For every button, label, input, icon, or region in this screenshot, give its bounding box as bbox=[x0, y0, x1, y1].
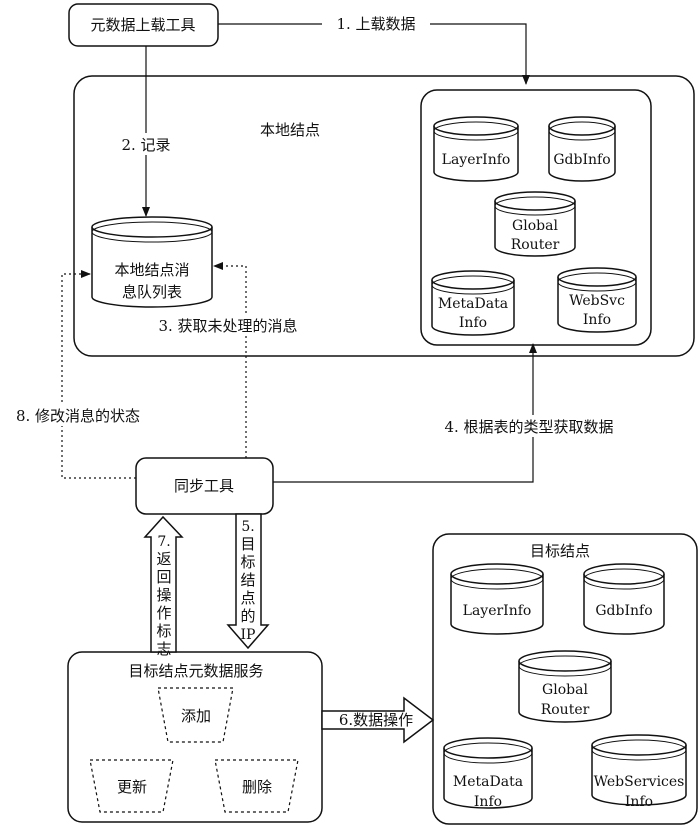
target-metadata-label-1: MetaData bbox=[453, 774, 523, 790]
arrow-step-1-upload: 1. 上载数据 bbox=[218, 12, 530, 85]
target-global-router-table: Global Router bbox=[518, 650, 612, 723]
local-metadata-info-table: MetaData Info bbox=[431, 270, 515, 336]
step-7-char-3: 操 bbox=[156, 586, 171, 604]
arrow-step-4-fetch-data: 4. 根据表的类型获取数据 bbox=[273, 343, 637, 483]
arrow-step-7-return-flag: 7. 返 回 操 作 标 志 bbox=[143, 515, 184, 658]
delete-operation: 删除 bbox=[214, 759, 299, 813]
arrow-step-2-record: 2. 记录 bbox=[114, 46, 178, 217]
step-7-char-2: 回 bbox=[156, 568, 171, 586]
update-label: 更新 bbox=[117, 778, 147, 796]
target-layerinfo-table: LayerInfo bbox=[450, 563, 544, 635]
queue-label-line2: 息队列表 bbox=[122, 283, 182, 301]
step-5-char-5: 的 bbox=[240, 607, 255, 625]
arrow-step-3-fetch: 3. 获取未处理的消息 bbox=[140, 262, 316, 458]
step-7-char-0: 7. bbox=[157, 534, 170, 550]
target-global-router-label-1: Global bbox=[542, 682, 588, 698]
upload-tool-label: 元数据上载工具 bbox=[90, 16, 195, 34]
delete-label: 删除 bbox=[242, 778, 272, 796]
local-layerinfo-table: LayerInfo bbox=[433, 116, 519, 182]
target-layerinfo-label: LayerInfo bbox=[463, 603, 532, 619]
target-gdbinfo-table: GdbInfo bbox=[583, 563, 665, 635]
step-7-char-6: 志 bbox=[156, 640, 171, 658]
step-2-label: 2. 记录 bbox=[121, 136, 170, 154]
step-4-label: 4. 根据表的类型获取数据 bbox=[444, 418, 613, 436]
local-global-router-label-1: Global bbox=[512, 218, 558, 234]
local-metadata-label-2: Info bbox=[459, 315, 487, 331]
local-metadata-label-1: MetaData bbox=[438, 296, 508, 312]
target-metadata-info-table: MetaData Info bbox=[443, 737, 533, 810]
step-1-label: 1. 上载数据 bbox=[336, 15, 415, 33]
step-5-char-2: 标 bbox=[240, 553, 255, 571]
target-webservices-label-2: Info bbox=[625, 794, 653, 810]
local-node-title: 本地结点 bbox=[260, 121, 320, 139]
sync-tool-box: 同步工具 bbox=[135, 457, 274, 515]
step-5-char-4: 点 bbox=[240, 589, 255, 607]
sync-tool-label: 同步工具 bbox=[174, 477, 234, 495]
local-global-router-label-2: Router bbox=[511, 237, 560, 253]
step-7-char-1: 返 bbox=[156, 550, 171, 568]
step-6-label: 6.数据操作 bbox=[339, 711, 413, 729]
target-gdbinfo-label: GdbInfo bbox=[595, 603, 652, 619]
local-message-queue-table: 本地结点消 息队列表 bbox=[91, 216, 213, 308]
upload-tool-box: 元数据上载工具 bbox=[68, 3, 219, 47]
arrow-step-6-data-operation: 6.数据操作 bbox=[321, 696, 435, 744]
step-5-char-3: 结 bbox=[240, 571, 255, 589]
local-websvc-info-table: WebSvc Info bbox=[557, 267, 637, 333]
target-webservices-info-table: WebServices Info bbox=[591, 734, 687, 810]
queue-label-line1: 本地结点消 bbox=[114, 261, 189, 279]
step-3-label: 3. 获取未处理的消息 bbox=[158, 317, 297, 335]
local-gdbinfo-label: GdbInfo bbox=[553, 152, 610, 168]
arrow-step-5-target-ip: 5. 目 标 结 点 的 IP bbox=[226, 513, 270, 650]
arrow-step-8-update-state: 8. 修改消息的状态 bbox=[0, 270, 156, 479]
local-websvc-label-2: Info bbox=[583, 312, 611, 328]
target-webservices-label-1: WebServices bbox=[594, 774, 685, 790]
step-5-char-6: IP bbox=[241, 627, 256, 643]
target-global-router-label-2: Router bbox=[541, 702, 590, 718]
step-8-label: 8. 修改消息的状态 bbox=[16, 407, 140, 425]
add-label: 添加 bbox=[181, 707, 211, 725]
step-5-char-0: 5. bbox=[241, 519, 254, 535]
target-metadata-label-2: Info bbox=[474, 794, 502, 810]
local-global-router-table: Global Router bbox=[494, 191, 576, 257]
target-service-title: 目标结点元数据服务 bbox=[128, 662, 263, 680]
step-5-char-1: 目 bbox=[240, 535, 255, 553]
step-7-char-4: 作 bbox=[156, 604, 171, 622]
local-layerinfo-label: LayerInfo bbox=[442, 152, 511, 168]
target-node-title: 目标结点 bbox=[530, 542, 590, 560]
local-websvc-label-1: WebSvc bbox=[569, 293, 625, 309]
update-operation: 更新 bbox=[89, 759, 174, 813]
target-metadata-service-box: 目标结点元数据服务 bbox=[67, 651, 323, 823]
local-gdbinfo-table: GdbInfo bbox=[548, 116, 616, 182]
add-operation: 添加 bbox=[157, 687, 234, 743]
step-7-char-5: 标 bbox=[156, 622, 171, 640]
